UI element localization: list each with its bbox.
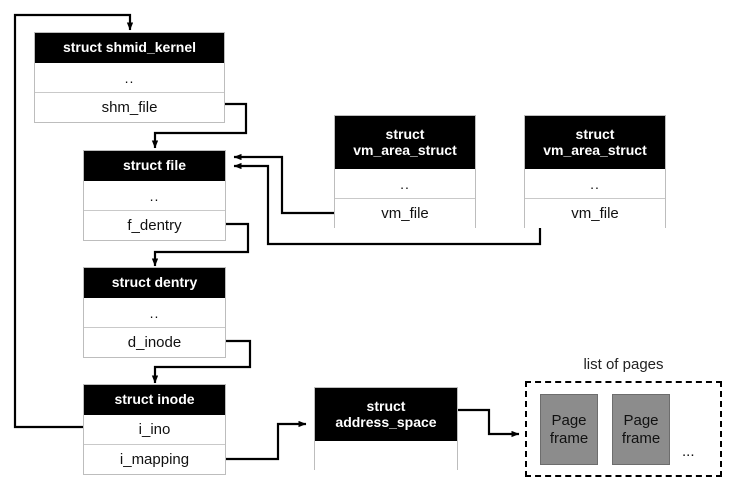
struct-address-space-header: struct address_space bbox=[315, 388, 457, 441]
struct-inode-field-0: i_ino bbox=[84, 415, 225, 444]
struct-inode-field-1: i_mapping bbox=[84, 444, 225, 474]
struct-address-space-header-line1: struct bbox=[366, 397, 406, 414]
struct-file-field-1: f_dentry bbox=[84, 210, 225, 240]
struct-dentry-header: struct dentry bbox=[84, 268, 225, 298]
struct-shmid-kernel-field-1: shm_file bbox=[35, 92, 224, 122]
page-frame-1-line2: frame bbox=[549, 429, 589, 447]
struct-vm-area-struct-2: struct vm_area_struct .. vm_file bbox=[524, 115, 666, 228]
struct-vm-area-struct-2-field-1: vm_file bbox=[525, 198, 665, 228]
list-of-pages-label: list of pages bbox=[583, 356, 664, 373]
struct-address-space: struct address_space bbox=[314, 387, 458, 470]
page-frame-2-line1: Page bbox=[623, 412, 659, 430]
page-frame-2-line2: frame bbox=[621, 429, 661, 447]
wire-vm-file-1-to-file bbox=[233, 153, 334, 215]
struct-file-header: struct file bbox=[84, 151, 225, 181]
struct-vm-area-struct-2-header-line1: struct bbox=[575, 125, 615, 142]
struct-vm-area-struct-1-field-1: vm_file bbox=[335, 198, 475, 228]
list-of-pages-container: Page frame Page frame ... bbox=[525, 381, 722, 477]
wire-i-mapping-to-address-space bbox=[226, 420, 307, 461]
struct-inode-header: struct inode bbox=[84, 385, 225, 415]
struct-vm-area-struct-1-header-line2: vm_area_struct bbox=[353, 141, 457, 158]
struct-shmid-kernel: struct shmid_kernel .. shm_file bbox=[34, 32, 225, 123]
struct-dentry: struct dentry .. d_inode bbox=[83, 267, 226, 358]
struct-address-space-header-line2: address_space bbox=[335, 413, 437, 430]
struct-file: struct file .. f_dentry bbox=[83, 150, 226, 241]
struct-vm-area-struct-2-header: struct vm_area_struct bbox=[525, 116, 665, 169]
wire-address-space-to-pages bbox=[458, 408, 520, 438]
struct-vm-area-struct-1-header: struct vm_area_struct bbox=[335, 116, 475, 169]
page-frame-2: Page frame bbox=[612, 394, 670, 465]
struct-dentry-field-0: .. bbox=[84, 298, 225, 327]
struct-file-field-0: .. bbox=[84, 181, 225, 210]
struct-dentry-field-1: d_inode bbox=[84, 327, 225, 357]
struct-shmid-kernel-field-0: .. bbox=[35, 63, 224, 92]
struct-vm-area-struct-2-header-line2: vm_area_struct bbox=[543, 141, 647, 158]
struct-vm-area-struct-1-field-0: .. bbox=[335, 169, 475, 198]
page-frames-ellipsis: ... bbox=[682, 443, 695, 460]
struct-inode: struct inode i_ino i_mapping bbox=[83, 384, 226, 475]
struct-vm-area-struct-1-header-line1: struct bbox=[385, 125, 425, 142]
struct-vm-area-struct-1: struct vm_area_struct .. vm_file bbox=[334, 115, 476, 228]
page-frame-1-line1: Page bbox=[551, 412, 587, 430]
struct-address-space-field-0 bbox=[315, 441, 457, 470]
struct-vm-area-struct-2-field-0: .. bbox=[525, 169, 665, 198]
page-frame-1: Page frame bbox=[540, 394, 598, 465]
struct-shmid-kernel-header: struct shmid_kernel bbox=[35, 33, 224, 63]
